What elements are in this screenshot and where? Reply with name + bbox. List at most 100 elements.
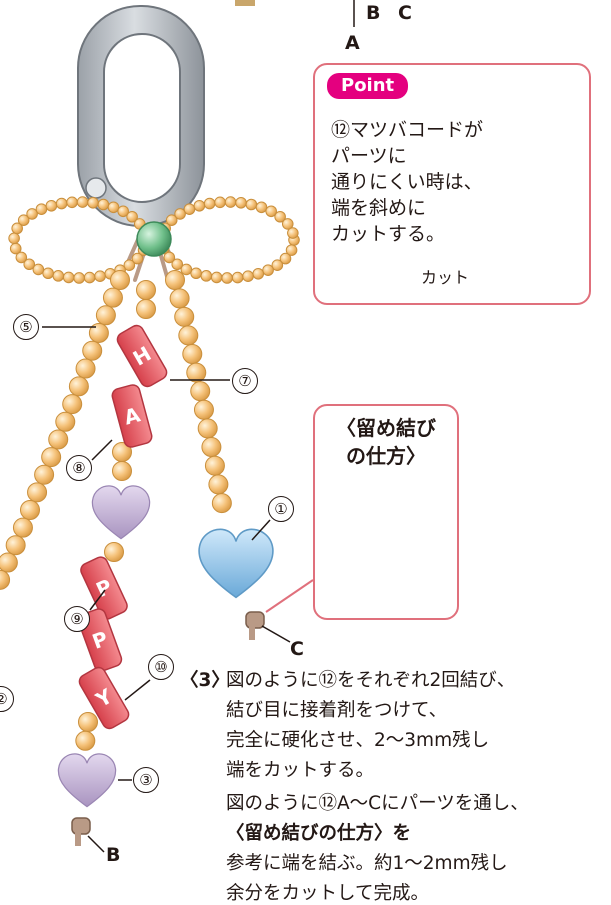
bow-bead [131,252,144,265]
bow-bead [11,222,23,235]
strand-bead-left [75,358,96,379]
letter-bead-5: Y [78,666,130,730]
bow-bead [26,208,38,220]
instruction-line-1: 図のように⑫をそれぞれ2回結び、 [226,670,516,691]
point-tip-box: Point ⑫マツバコードが パーツに 通りにくい時は、 端を斜めに カットする… [313,63,591,305]
bow-bead [107,201,120,214]
strand-bead-middle [136,280,156,300]
callout-5: ⑤ [13,314,39,340]
end-label-c: C [290,638,304,660]
end-knots [71,611,265,846]
bow-bead [123,259,136,272]
end-label-b: B [106,844,121,866]
strand-bead-right [201,437,222,458]
strand-bead-right [169,288,190,309]
strand-bead-left [82,340,103,361]
bow-bead [35,203,48,215]
knot-title-line-2: の仕方〉 [346,444,426,468]
callout-1: ① [268,496,294,522]
bow-bead [32,263,45,276]
bow-bead [15,251,28,264]
point-line-1: ⑫マツバコードが [331,119,484,141]
bow-bead [190,267,202,280]
letter-bead-char: A [121,402,143,429]
instruction-line-4: 端をカットする。 [226,760,375,781]
strand-bead-middle [75,730,96,751]
bow-bead [94,270,106,282]
bow-bead [200,270,213,282]
instruction-line-2: 結び目に接着剤をつけて、 [226,700,448,721]
bow-bead [203,197,216,210]
strand-bead-right [204,455,225,476]
bow-bead [117,205,129,218]
point-badge: Point [327,73,409,99]
bow-bead [8,232,20,245]
bow-bead [17,214,30,226]
cord-label-a-top: A [345,32,360,54]
strand-bead-right [211,493,232,514]
bow-bead [262,264,274,276]
strand-bead-middle [104,542,124,562]
strand-bead-middle [112,461,132,481]
strand-bead-left [41,447,62,468]
heart-purple-upper [91,485,151,540]
bow-bead [23,258,36,271]
strand-bead-right [182,343,203,364]
instruction-line-7: 参考に端を結ぶ。約1〜2mm残し [226,853,508,874]
bow-bead [163,251,176,264]
callout-10: ⑩ [148,654,174,680]
bow-bead [287,227,299,239]
strand-bead-right [193,399,214,420]
strand-bead-left [0,569,11,590]
strand-bead-middle [78,712,98,732]
strand-bead-left [62,394,83,415]
strand-bead-right [197,418,218,439]
lobster-clasp [77,5,205,227]
bow-bead [235,196,247,209]
bow-bead [255,201,268,214]
bow-bead [193,199,206,212]
bow-bead [231,271,244,284]
bow-bead [214,196,226,209]
bow-bead [171,258,184,271]
strand-bead-left [55,411,76,432]
bead-strands [0,270,232,751]
bow-bead [174,208,186,220]
callout-7: ⑦ [232,368,258,394]
bow-bead [279,252,292,265]
bow-bead [183,203,196,215]
cord-label-c-top: C [398,2,412,24]
knot-title-line-1: 〈留め結び [336,416,436,440]
strand-bead-left [102,287,123,308]
strand-bead-left [95,305,116,326]
point-line-4: 端を斜めに [331,197,427,219]
bow-bead [265,205,277,218]
bow-bead [165,214,178,226]
strand-bead-middle [136,299,156,319]
bow-bead [274,210,286,223]
strand-bead-right [165,270,185,290]
top-cord-stub [235,0,255,6]
bow-bead [9,242,22,255]
letter-bead-1: H [116,324,168,388]
cord-label-b-top: B [366,2,381,24]
step-number: 〈3〉 [180,670,230,691]
bow-bead [271,259,284,272]
cut-label: カット [421,268,470,287]
bow-bead [42,267,54,280]
knot-method-box: 〈留め結び の仕方〉 [313,404,459,620]
bow-bead [245,198,258,211]
bow-bead [52,270,65,282]
instruction-line-3: 完全に硬化させ、2〜3mm残し [226,730,490,751]
bow-bead [285,244,298,256]
bow-bead [73,272,85,284]
heart-purple-lower [57,753,117,808]
bow-bead [221,272,233,284]
bow-bead [97,198,110,211]
bow-bead [87,196,99,209]
strand-bead-left [27,482,48,503]
strand-bead-right [174,306,195,327]
bow-bead [62,271,75,284]
